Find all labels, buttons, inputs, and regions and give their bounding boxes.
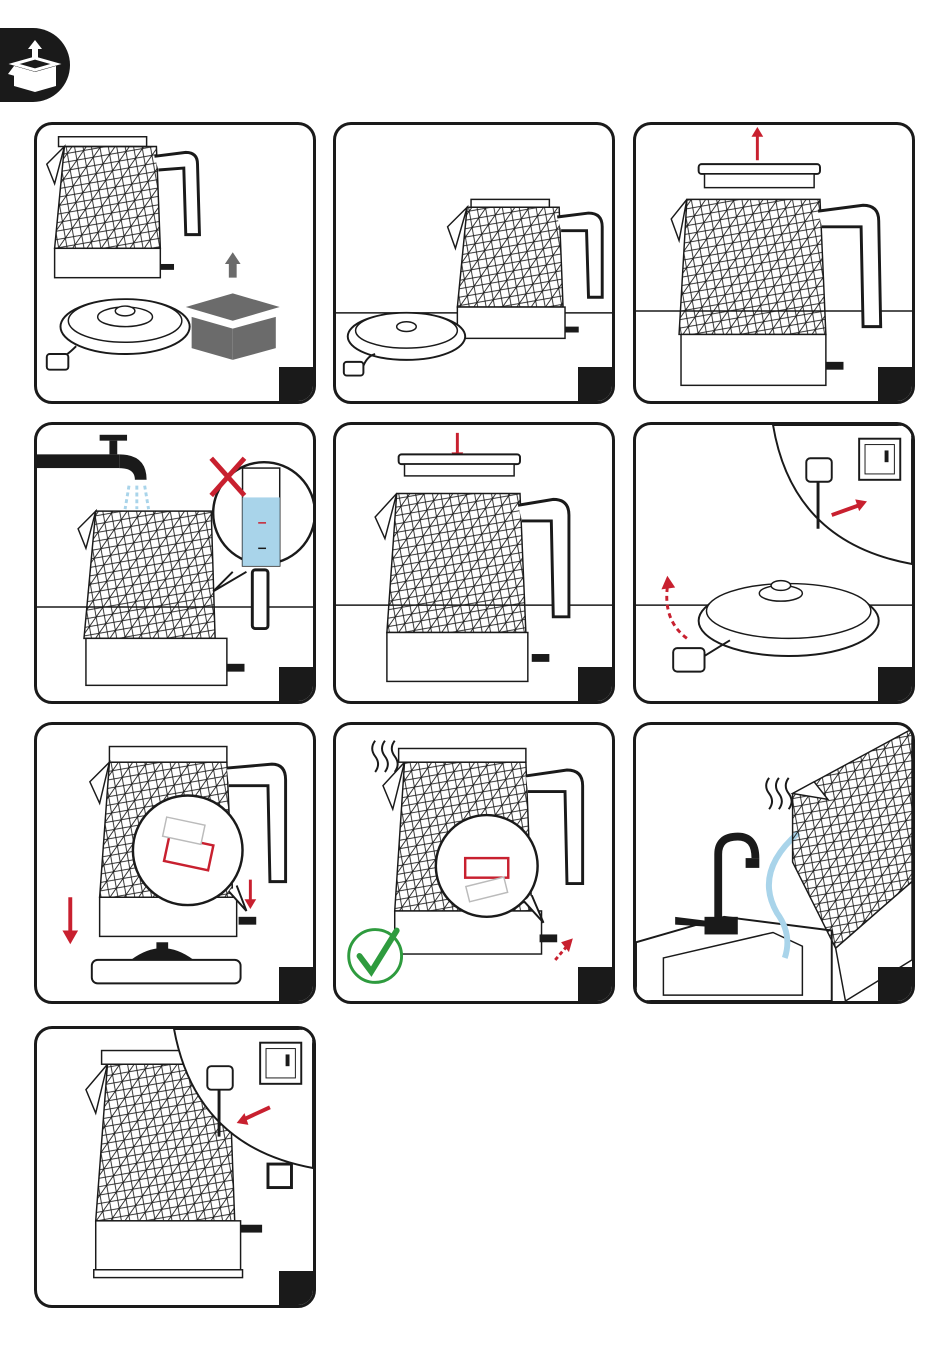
arrow-icon: [555, 938, 573, 960]
step-corner-5: [578, 667, 612, 701]
panel-step-6: [633, 422, 915, 704]
lid-icon: [399, 454, 520, 476]
kettle-icon: [375, 494, 569, 682]
panel-step-10: [34, 1026, 316, 1308]
panel-step-7: [34, 722, 316, 1004]
step-corner-8: [578, 967, 612, 1001]
panel-step-5: [333, 422, 615, 704]
water-gauge-icon: [213, 462, 313, 628]
panel-step-9: [633, 722, 915, 1004]
kettle-icon: [671, 199, 880, 385]
base-icon: [699, 581, 879, 656]
wall-socket-icon: [260, 1043, 301, 1084]
step-corner-10: [279, 1271, 313, 1305]
unbox-icon: [8, 38, 62, 94]
kettle-icon: [47, 137, 200, 278]
lid-icon: [699, 164, 820, 187]
panel-step-3: [633, 122, 915, 404]
steam-icon: [766, 778, 791, 809]
open-box-icon: [186, 252, 280, 360]
panel-step-4: [34, 422, 316, 704]
arc-arrow-icon: [661, 576, 686, 639]
plug-icon: [673, 640, 730, 671]
check-icon: [349, 930, 402, 983]
unbox-header-badge: [0, 28, 70, 102]
plug-icon: [344, 354, 375, 376]
step-corner-9: [878, 967, 912, 1001]
base-icon: [348, 313, 465, 360]
panel-step-2: [333, 122, 615, 404]
wall-socket-icon: [859, 439, 900, 480]
kettle-icon: [448, 199, 603, 338]
base-icon: [60, 299, 189, 354]
panel-step-1: [34, 122, 316, 404]
step-corner-6: [878, 667, 912, 701]
step-corner-2: [578, 367, 612, 401]
steam-icon: [372, 741, 397, 772]
step-corner-1: [279, 367, 313, 401]
step-corner-4: [279, 667, 313, 701]
down-arrow-icon: [244, 880, 256, 909]
step-corner-7: [279, 967, 313, 1001]
tap-icon: [37, 435, 149, 509]
up-arrow-icon: [751, 127, 763, 160]
step-corner-3: [878, 367, 912, 401]
base-icon: [92, 942, 241, 983]
panel-step-8: [333, 722, 615, 1004]
down-arrow-icon: [62, 897, 78, 944]
plug-icon: [47, 346, 76, 369]
